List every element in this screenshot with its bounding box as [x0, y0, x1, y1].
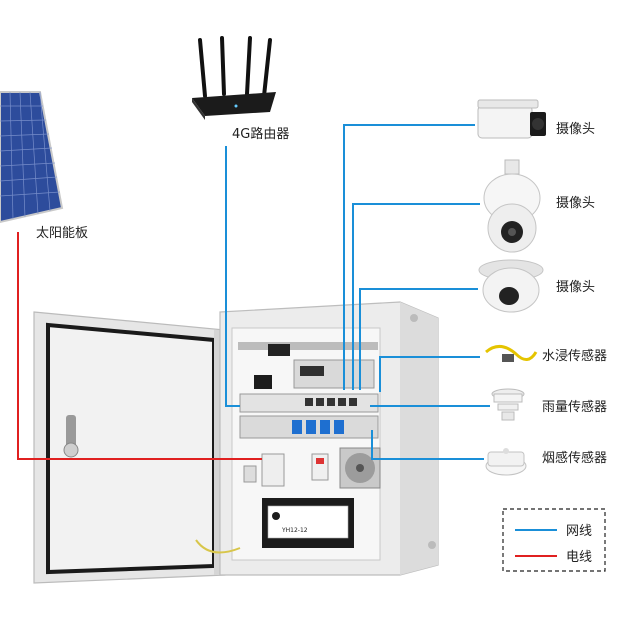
camera-2-network-line	[352, 203, 480, 390]
battery: YH12-12	[262, 498, 354, 548]
router-label: 4G路由器	[232, 126, 289, 142]
camera-3-label: 摄像头	[556, 280, 595, 295]
legend-power-label: 电线	[566, 550, 592, 565]
smoke-sensor-label: 烟感传感器	[542, 450, 607, 466]
smoke-sensor	[485, 448, 527, 476]
door-lock	[63, 415, 79, 458]
power-lines	[17, 232, 262, 460]
battery-model-label: YH12-12	[281, 527, 308, 534]
camera-1-network-line	[343, 124, 475, 390]
water-sensor-label: 水浸传感器	[542, 348, 607, 364]
camera-3-network-line	[359, 288, 478, 390]
camera-1-label: 摄像头	[556, 122, 595, 137]
terminal-block	[239, 415, 379, 439]
bullet-camera	[477, 99, 546, 139]
dome-ptz-camera	[483, 159, 541, 253]
water-sensor-network-line	[379, 356, 480, 392]
circuit-breaker	[243, 453, 329, 487]
solar-power-line	[17, 232, 262, 460]
smoke-sensor-network-line	[371, 430, 484, 460]
network-switch	[239, 393, 379, 413]
solar-panel-label: 太阳能板	[36, 226, 88, 241]
legend-network-label: 网线	[566, 524, 592, 539]
solar-panel	[0, 91, 64, 224]
cabinet-door	[33, 311, 226, 584]
router-4g	[192, 36, 276, 120]
din-rail-top	[238, 342, 378, 356]
water-immersion-sensor	[485, 345, 538, 362]
network-lines	[225, 124, 490, 460]
cable-yellow	[195, 539, 241, 554]
rain-sensor-label: 雨量传感器	[542, 399, 607, 415]
turret-camera	[478, 259, 544, 313]
cooling-fan	[339, 447, 381, 489]
rain-gauge-sensor	[491, 388, 525, 421]
camera-2-label: 摄像头	[556, 196, 595, 211]
router-network-line	[225, 146, 240, 407]
legend: 网线 电线	[502, 508, 606, 572]
